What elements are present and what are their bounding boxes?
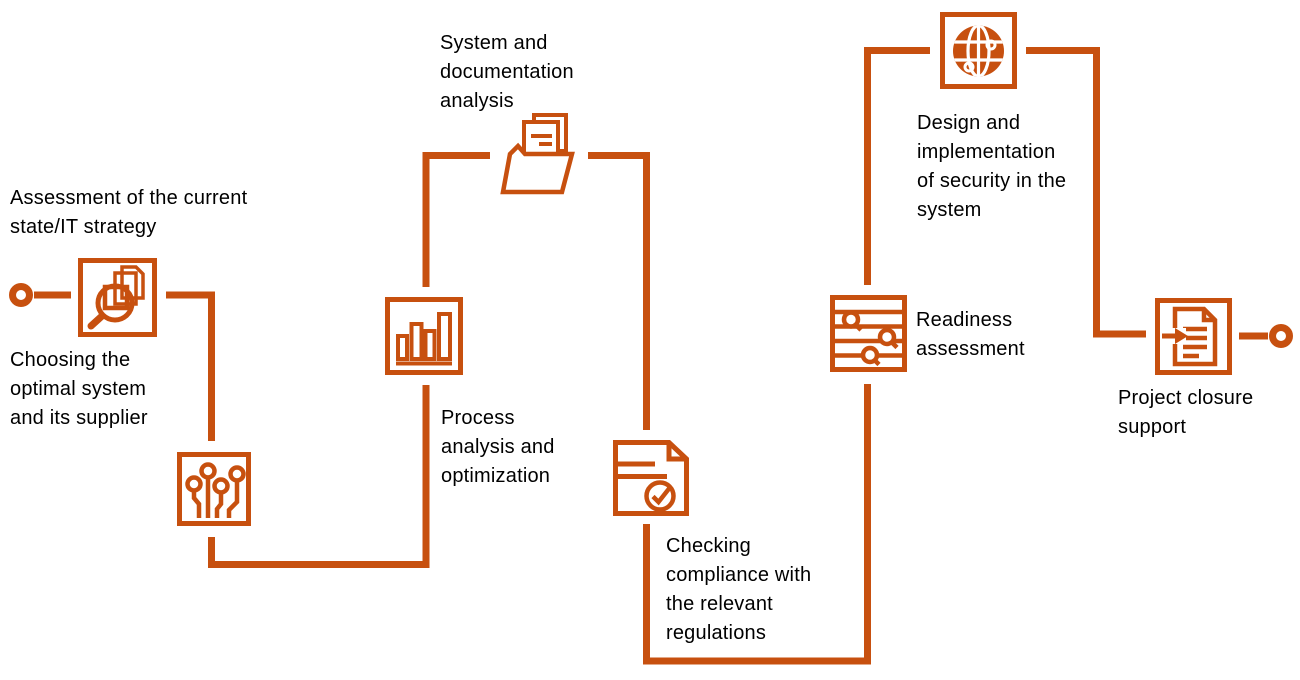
bar-chart-icon <box>385 297 463 375</box>
step-label-checking-compliance: Checking compliance with the relevant re… <box>666 535 812 644</box>
step-label-system-documentation: System and documentation analysis <box>440 32 574 112</box>
sliders-icon <box>830 295 907 372</box>
circuit-board-icon <box>177 452 251 526</box>
open-folder-documents-icon <box>494 112 582 198</box>
document-checkmark-icon <box>611 438 691 518</box>
document-arrow-icon <box>1155 298 1232 375</box>
step-label-process-analysis: Process analysis and optimization <box>441 407 555 487</box>
globe-network-icon <box>940 12 1017 89</box>
step-label-project-closure: Project closure support <box>1118 387 1254 438</box>
step-label-choosing-system: Choosing the optimal system and its supp… <box>10 349 148 429</box>
start-ring-marker <box>9 283 33 307</box>
search-documents-icon <box>78 258 157 337</box>
step-label-assessment: Assessment of the current state/IT strat… <box>10 187 248 238</box>
step-label-readiness-assessment: Readiness assessment <box>916 309 1025 360</box>
end-ring-marker <box>1269 324 1293 348</box>
step-label-security-design: Design and implementation of security in… <box>917 112 1067 221</box>
